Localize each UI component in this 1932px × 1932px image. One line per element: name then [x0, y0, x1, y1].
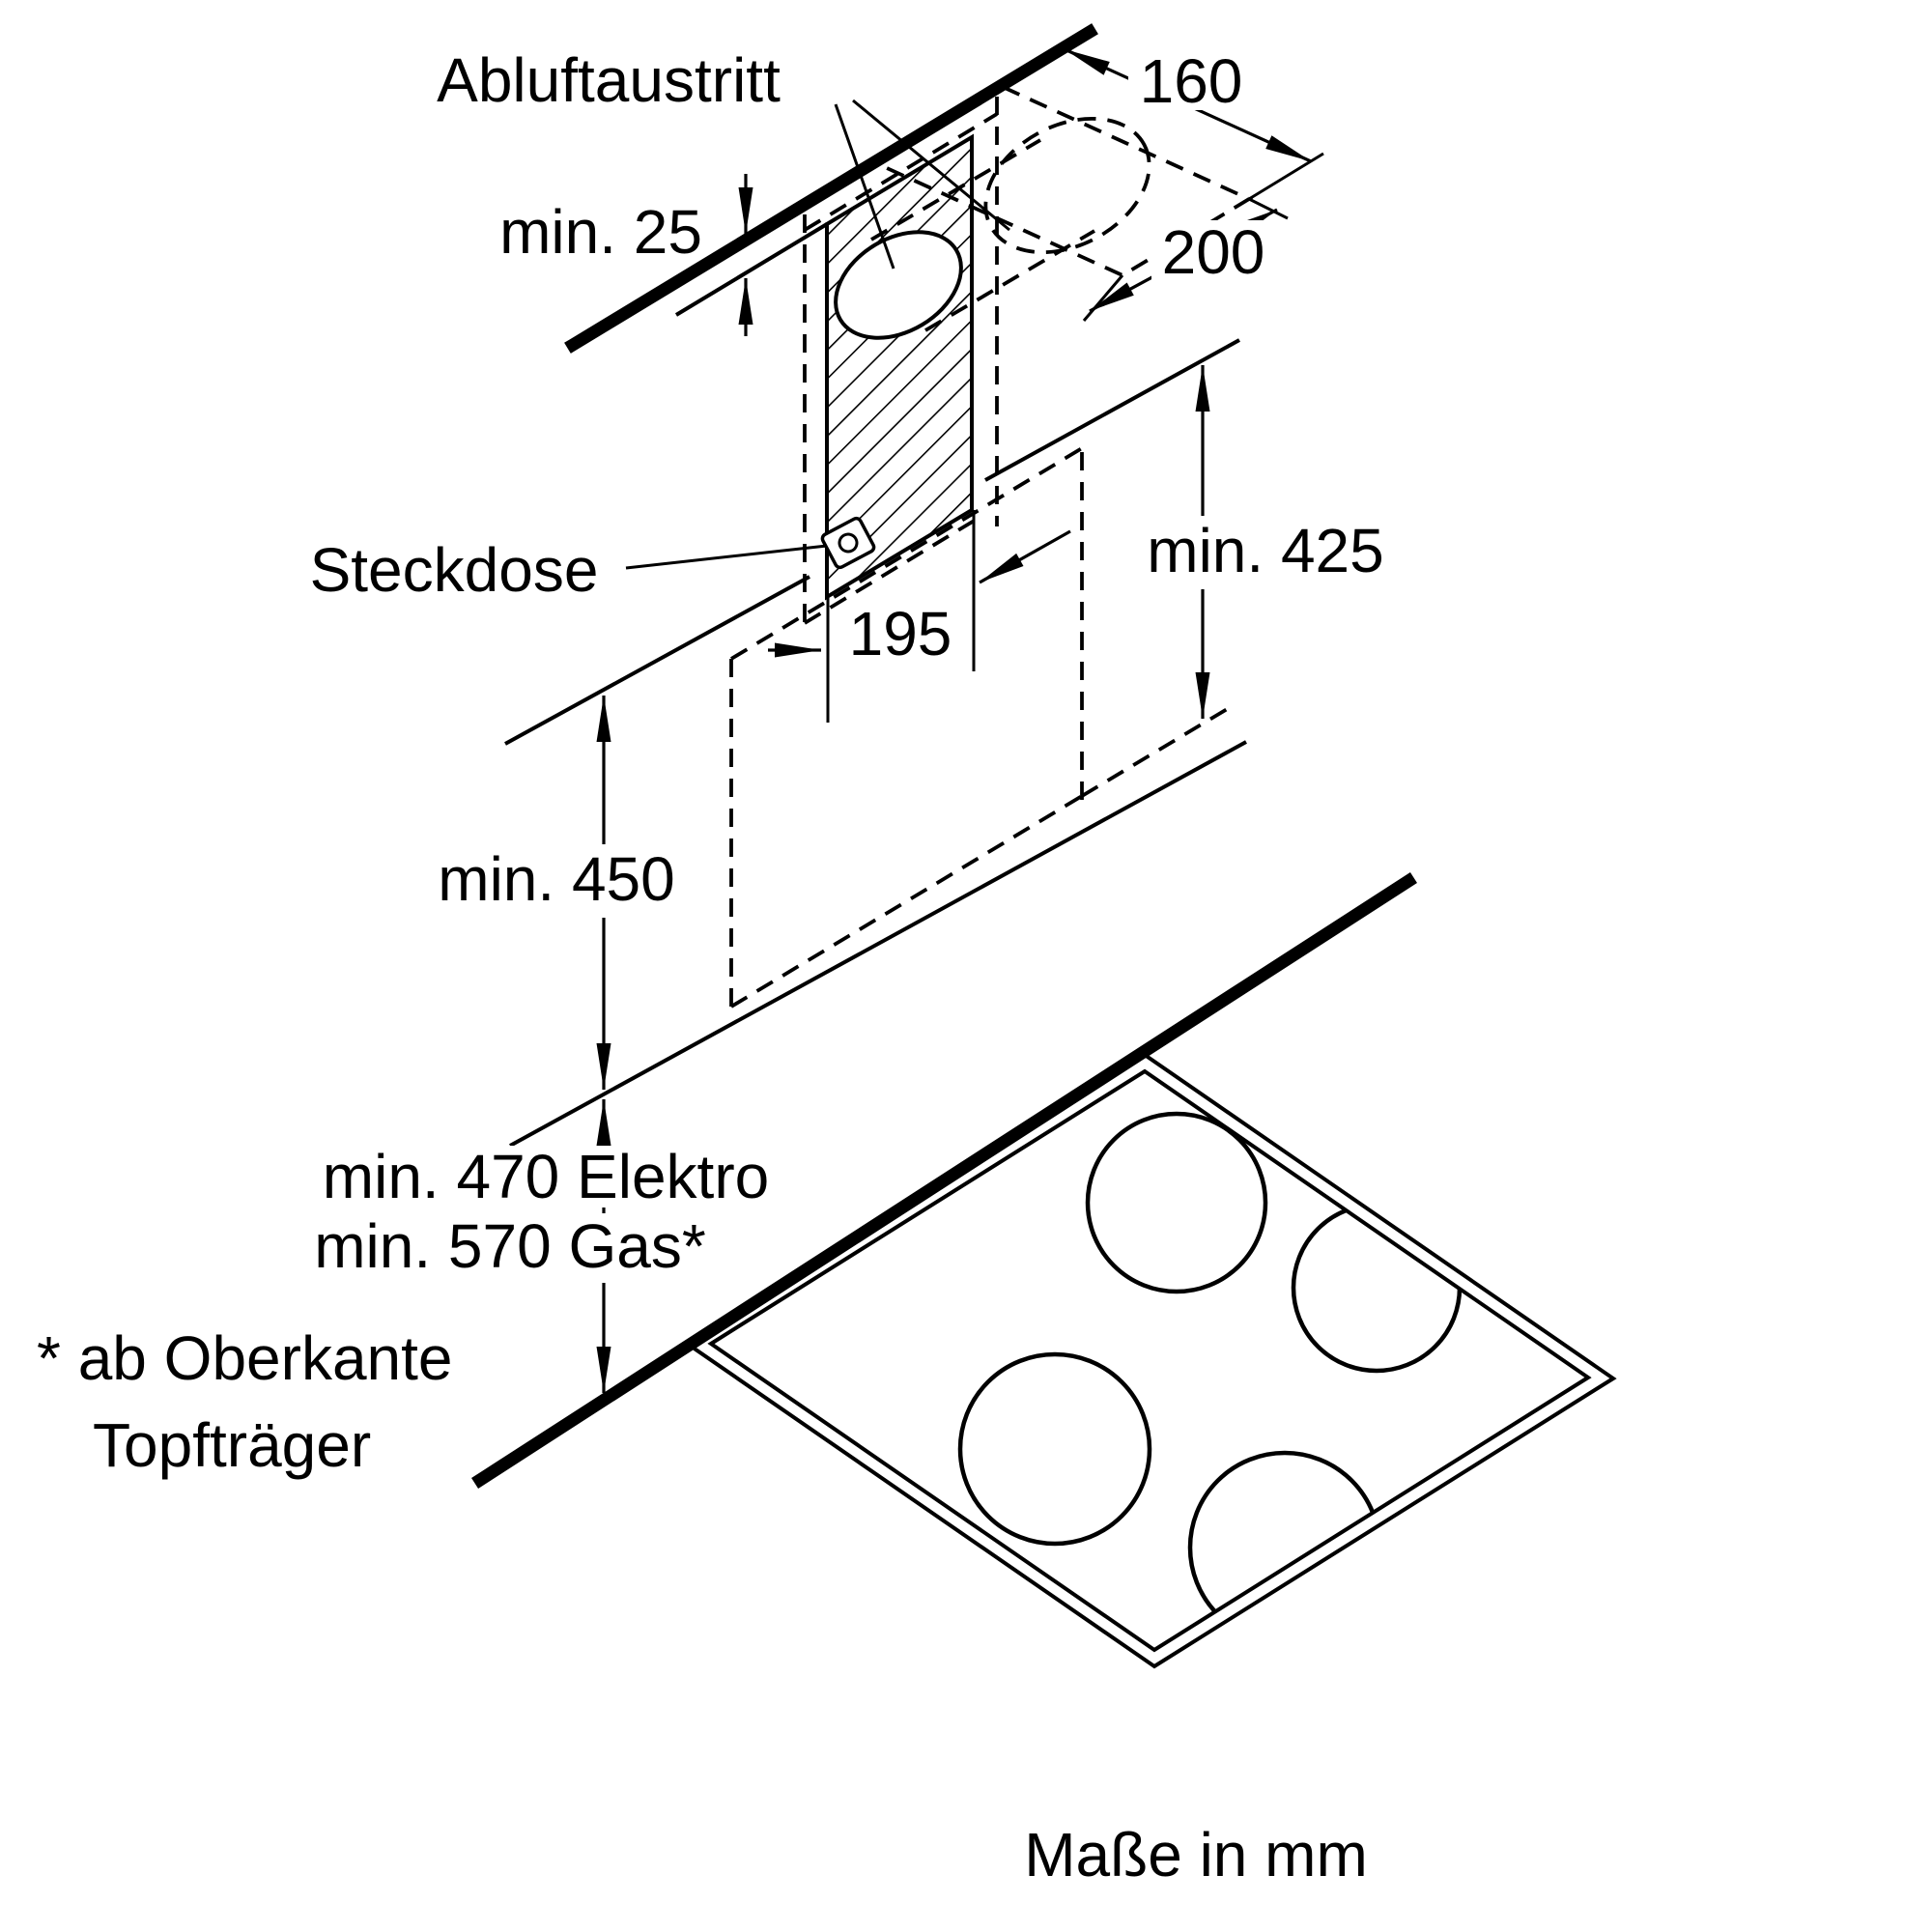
footnote-line-1: * ab Oberkante [37, 1323, 453, 1393]
chimney [674, 133, 974, 601]
dim-label-min570-gas: min. 570 Gas* [314, 1211, 706, 1281]
hood-bottom-edge [730, 794, 1083, 1009]
dim-195-right-arrow [979, 529, 1071, 584]
hood-body-dashed [729, 446, 1230, 1009]
wall-line-upper-right [984, 338, 1240, 482]
duct-pipe-side-1 [870, 138, 1041, 242]
dim-label-200: 200 [1162, 217, 1265, 287]
mask-200 [1151, 220, 1275, 282]
dim-label-min25: min. 25 [499, 197, 702, 267]
dim-label-195: 195 [849, 599, 952, 668]
mask-min470 [286, 1146, 808, 1208]
label-socket: Steckdose [310, 535, 599, 605]
cooktop [682, 1052, 1617, 1669]
leader-socket [625, 544, 828, 570]
duct-hole-front [834, 230, 963, 340]
footnote-line-2: Topfträger [93, 1410, 371, 1480]
leader-exhaust-2 [852, 99, 1010, 232]
sleeve-top [804, 112, 998, 232]
label-exhaust-outlet: Abluftaustritt [437, 45, 781, 115]
dim-label-min450: min. 450 [438, 844, 674, 914]
sleeve-bottom [804, 518, 977, 625]
burner-front-right [1187, 1450, 1382, 1645]
dimension-lines [286, 47, 1405, 1393]
burner-front-left [957, 1351, 1152, 1547]
text-labels: Abluftaustritt min. 25 160 200 Steckdose… [37, 45, 1384, 1889]
chimney-top-extension [674, 222, 829, 317]
hob-inner-frame [707, 1068, 1592, 1653]
dim-label-160: 160 [1140, 46, 1243, 116]
hob-burners [957, 1111, 1463, 1645]
ext-160-right [1248, 152, 1324, 201]
leader-exhaust-1 [834, 103, 895, 270]
socket-outlet [838, 532, 859, 554]
burner-back-left [1085, 1111, 1268, 1294]
mask-min450 [413, 844, 699, 918]
dim-label-min470-elektro: min. 470 Elektro [323, 1142, 769, 1211]
mask-min570 [286, 1213, 734, 1283]
wall-line-upper-left [504, 575, 810, 746]
mask-160 [1128, 48, 1254, 110]
ext-200-right [1248, 197, 1289, 220]
leader-lines [625, 99, 1010, 570]
duct-pipe-side-2 [924, 229, 1095, 332]
mask-min425 [1128, 516, 1405, 589]
hood-bottom-extension [1081, 706, 1230, 798]
wall-line-lower [509, 740, 1247, 1148]
hob-outer-frame [682, 1052, 1617, 1669]
ceiling-cutout [871, 84, 1254, 278]
duct-hole-ceiling [983, 116, 1151, 255]
hood-top-edge [730, 446, 1083, 661]
socket-symbol [820, 516, 876, 570]
unit-note: Maße in mm [1024, 1820, 1368, 1889]
ceiling-line [564, 23, 1098, 354]
dim-label-min425: min. 425 [1147, 516, 1383, 585]
